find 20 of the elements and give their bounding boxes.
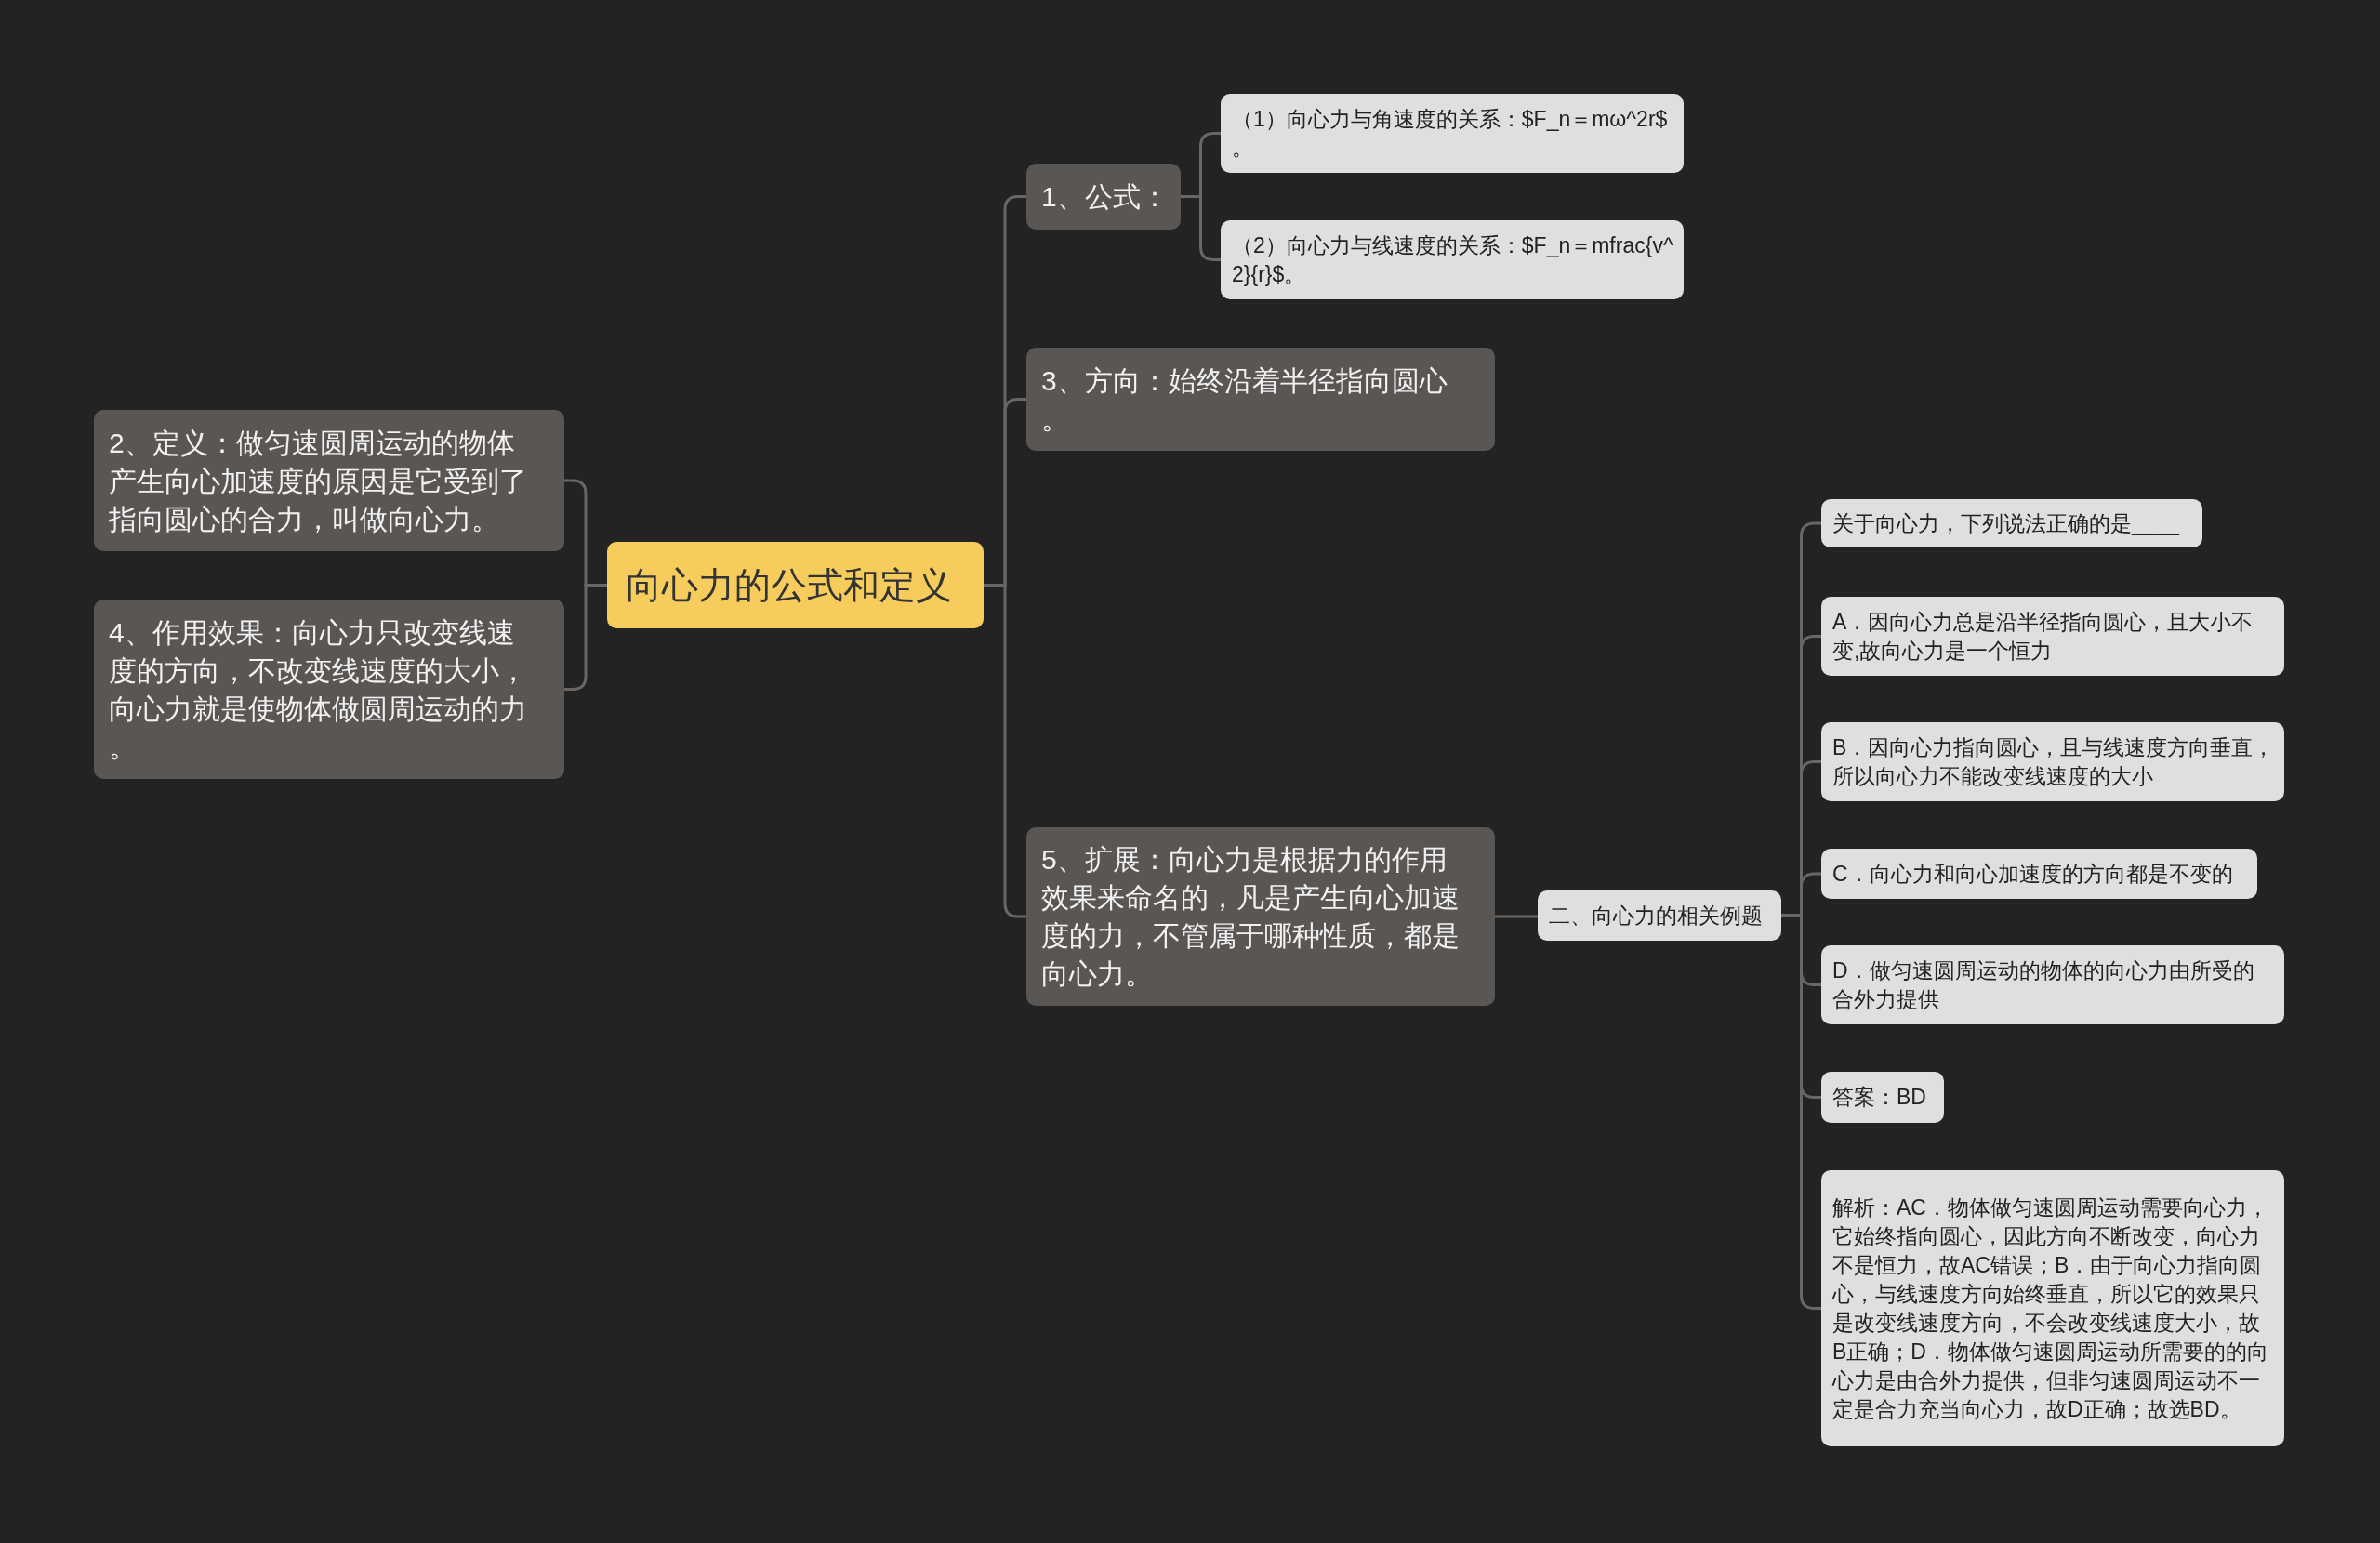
subtopic-box: A．因向心力总是沿半径指向圆心，且大小不变,故向心力是一个恒力	[1821, 597, 2284, 676]
subtopic-box: 关于向心力，下列说法正确的是____	[1821, 499, 2202, 547]
subtopic-box: D．做匀速圆周运动的物体的向心力由所受的合外力提供	[1821, 945, 2284, 1024]
topic-box: 5、扩展：向心力是根据力的作用效果来命名的，凡是产生向心加速度的力，不管属于哪种性质，都是向心力。	[1026, 827, 1495, 1006]
subtopic-box: （2）向心力与线速度的关系：$F_n＝mfrac{v^2}{r}$。	[1221, 220, 1684, 299]
topic-box: 3、方向：始终沿着半径指向圆心。	[1026, 348, 1495, 451]
subtopic-box: 答案：BD	[1821, 1072, 1944, 1123]
subtopic-box: B．因向心力指向圆心，且与线速度方向垂直，所以向心力不能改变线速度的大小	[1821, 722, 2284, 801]
topic-box: 4、作用效果：向心力只改变线速度的方向，不改变线速度的大小，向心力就是使物体做圆周运动的力。	[94, 600, 564, 779]
subtopic-box: 解析：AC．物体做匀速圆周运动需要向心力，它始终指向圆心，因此方向不断改变，向心力不是恒力，故AC错误；B．由于向心力指向圆心，与线速度方向始终垂直，所以它的效果只是改变线速度方向，不会改变线速度大小，故B正确；D．物体做匀速圆周运动所需要的的向心力是由合外力提供，但非匀速圆周运动不一定是合力充当向心力，故D正确；故选BD。	[1821, 1170, 2284, 1446]
connector-line	[1781, 914, 1821, 1310]
central-topic-box: 向心力的公式和定义	[607, 542, 984, 628]
subtopic-box: （1）向心力与角速度的关系：$F_n＝mω^2r$。	[1221, 94, 1684, 173]
subtopic-box: 二、向心力的相关例题	[1538, 890, 1781, 941]
topic-box: 1、公式：	[1026, 164, 1181, 230]
subtopic-box: C．向心力和向心加速度的方向都是不变的	[1821, 849, 2257, 899]
connector-line	[1495, 915, 1538, 918]
connector-line	[1181, 195, 1221, 261]
connector-line	[984, 584, 1026, 918]
topic-box: 2、定义：做匀速圆周运动的物体产生向心加速度的原因是它受到了指向圆心的合力，叫做向心力。	[94, 410, 564, 551]
